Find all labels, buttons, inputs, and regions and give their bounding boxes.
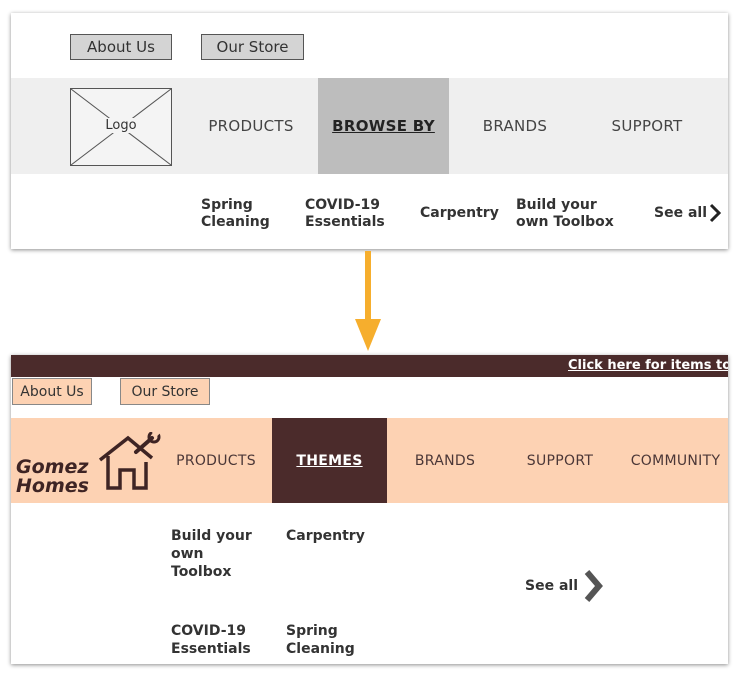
- see-all-label: See all: [654, 204, 707, 221]
- chevron-right-icon: [584, 570, 603, 602]
- brand-name: Gomez Homes: [16, 456, 89, 497]
- about-us-button[interactable]: About Us: [70, 34, 172, 60]
- wireframe-nav-bar: Logo PRODUCTS BROWSE BY BRANDS SUPPORT: [11, 78, 728, 174]
- subnav-covid-essentials[interactable]: COVID-19 Essentials: [305, 197, 385, 230]
- announcement-bar: Click here for items to i: [11, 355, 728, 377]
- chevron-right-icon: [709, 203, 721, 223]
- nav-community[interactable]: COMMUNITY: [630, 452, 721, 469]
- subnav-carpentry[interactable]: Carpentry: [286, 528, 365, 544]
- nav-brands[interactable]: BRANDS: [482, 117, 548, 135]
- nav-support[interactable]: SUPPORT: [526, 452, 594, 469]
- subnav-build-toolbox[interactable]: Build your own Toolbox: [171, 528, 252, 580]
- nav-products[interactable]: PRODUCTS: [176, 452, 256, 469]
- see-all-link[interactable]: See all: [525, 569, 604, 603]
- subnav-build-toolbox[interactable]: Build your own Toolbox: [516, 197, 614, 230]
- site-nav-bar: Gomez Homes PRODUCTS THEMES BRANDS SUPPO…: [11, 418, 728, 503]
- subnav-covid-essentials[interactable]: COVID-19 Essentials: [171, 623, 251, 657]
- our-store-button[interactable]: Our Store: [201, 34, 304, 60]
- final-site-panel: Click here for items to i About Us Our S…: [11, 355, 728, 664]
- our-store-button[interactable]: Our Store: [120, 378, 210, 405]
- subnav-spring-cleaning[interactable]: Spring Cleaning: [201, 197, 270, 230]
- wireframe-panel: About Us Our Store Logo PRODUCTS BROWSE …: [11, 13, 728, 249]
- subnav-spring-cleaning[interactable]: Spring Cleaning: [286, 623, 355, 657]
- about-us-button[interactable]: About Us: [12, 378, 92, 405]
- nav-themes[interactable]: THEMES: [272, 418, 387, 503]
- brand-logo[interactable]: Gomez Homes: [16, 432, 166, 496]
- down-arrow-icon: [355, 251, 381, 351]
- nav-products[interactable]: PRODUCTS: [208, 117, 294, 135]
- announcement-link[interactable]: Click here for items to i: [568, 358, 728, 373]
- nav-brands[interactable]: BRANDS: [414, 452, 476, 469]
- logo-placeholder[interactable]: Logo: [70, 88, 172, 166]
- see-all-link[interactable]: See all: [654, 203, 721, 223]
- nav-support[interactable]: SUPPORT: [611, 117, 683, 135]
- subnav-carpentry[interactable]: Carpentry: [420, 205, 499, 221]
- house-wrench-icon: [98, 432, 161, 490]
- nav-browse-by[interactable]: BROWSE BY: [318, 78, 449, 174]
- see-all-label: See all: [525, 578, 578, 594]
- logo-label: Logo: [103, 118, 139, 133]
